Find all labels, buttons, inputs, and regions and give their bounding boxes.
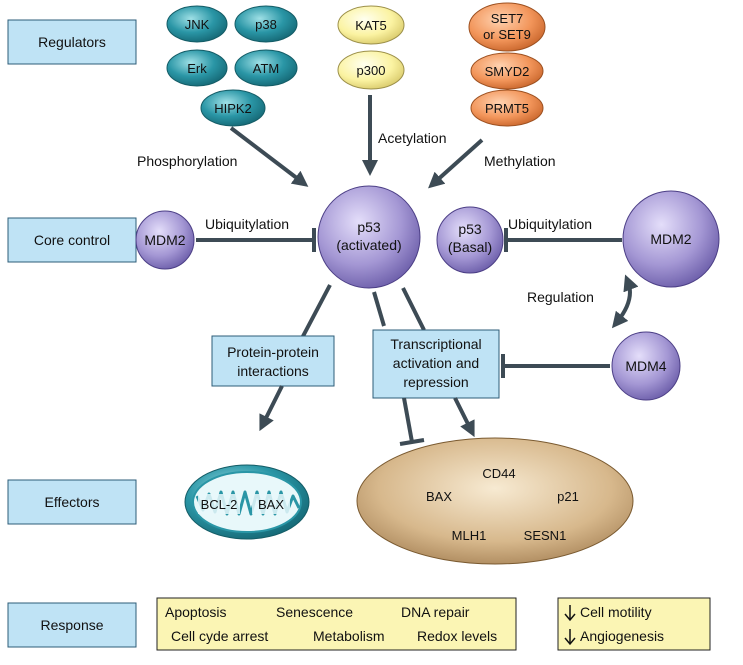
svg-text:or SET9: or SET9 bbox=[483, 27, 531, 42]
svg-text:Transcriptional: Transcriptional bbox=[390, 336, 481, 352]
svg-text:interactions: interactions bbox=[237, 363, 309, 379]
gene-p21: p21 bbox=[557, 489, 579, 504]
regulation-double-arrow bbox=[611, 274, 639, 329]
p53-activated-node: p53 (activated) bbox=[317, 185, 421, 289]
svg-text:p53: p53 bbox=[458, 221, 482, 237]
kinase-p38: p38 bbox=[234, 5, 298, 43]
svg-text:p300: p300 bbox=[357, 63, 386, 78]
svg-text:SMYD2: SMYD2 bbox=[485, 64, 530, 79]
svg-text:p53: p53 bbox=[357, 219, 381, 235]
row-label-regulators: Regulators bbox=[7, 19, 137, 65]
phosphorylation-arrow bbox=[229, 126, 309, 187]
phosphorylation-label: Phosphorylation bbox=[137, 153, 237, 169]
acetyltransferase-p300: p300 bbox=[337, 50, 405, 90]
svg-text:Protein-protein: Protein-protein bbox=[227, 344, 319, 360]
svg-text:MDM4: MDM4 bbox=[625, 358, 666, 374]
methylation-label: Methylation bbox=[484, 153, 556, 169]
svg-text:Core control: Core control bbox=[34, 232, 110, 248]
svg-text:ATM: ATM bbox=[253, 61, 279, 76]
mdm2-right-node: MDM2 bbox=[622, 190, 720, 288]
svg-text:BCL-2: BCL-2 bbox=[201, 497, 238, 512]
svg-text:MDM2: MDM2 bbox=[144, 232, 185, 248]
svg-text:Effectors: Effectors bbox=[45, 494, 100, 510]
methyltransferase-set7: SET7 or SET9 bbox=[468, 2, 546, 52]
response-metabolism: Metabolism bbox=[313, 628, 385, 644]
svg-text:repression: repression bbox=[403, 374, 468, 390]
response-apoptosis: Apoptosis bbox=[165, 604, 226, 620]
methyltransferase-smyd2: SMYD2 bbox=[470, 52, 544, 90]
svg-text:KAT5: KAT5 bbox=[355, 18, 387, 33]
protein-protein-box: Protein-protein interactions bbox=[211, 335, 335, 387]
row-label-core-control: Core control bbox=[7, 217, 137, 263]
p53-to-transcription-line-left bbox=[372, 291, 386, 327]
acetyltransferase-kat5: KAT5 bbox=[337, 5, 405, 45]
protein-protein-to-mitochondrion-arrow bbox=[259, 385, 284, 432]
response-cell-cycle-arrest: Cell cyde arrest bbox=[171, 628, 268, 644]
response-senescence: Senescence bbox=[276, 604, 353, 620]
gene-sesn1: SESN1 bbox=[524, 528, 567, 543]
mdm2-left-node: MDM2 bbox=[135, 210, 195, 270]
down-arrow-icon bbox=[564, 629, 576, 646]
ubiquitylation-right-label: Ubiquitylation bbox=[508, 216, 592, 232]
response-outcomes-box: Apoptosis Senescence DNA repair Cell cyd… bbox=[156, 597, 517, 651]
svg-text:PRMT5: PRMT5 bbox=[485, 101, 529, 116]
gene-bax: BAX bbox=[426, 489, 452, 504]
svg-text:(activated): (activated) bbox=[336, 237, 401, 253]
transcription-repression-line bbox=[399, 397, 425, 446]
svg-text:Erk: Erk bbox=[187, 61, 207, 76]
nucleus: CD44 BAX p21 MLH1 SESN1 bbox=[356, 437, 634, 565]
row-label-response: Response bbox=[7, 602, 137, 648]
gene-cd44: CD44 bbox=[482, 466, 515, 481]
mitochondrion: BCL-2 BAX bbox=[184, 464, 310, 540]
p53-to-protein-protein-line bbox=[299, 284, 332, 341]
svg-text:SET7: SET7 bbox=[491, 11, 524, 26]
methyltransferase-prmt5: PRMT5 bbox=[470, 89, 544, 127]
transcriptional-box: Transcriptional activation and repressio… bbox=[372, 329, 500, 399]
ubiquitylation-right-inhibition bbox=[504, 228, 622, 252]
svg-text:Regulators: Regulators bbox=[38, 34, 106, 50]
kinase-erk: Erk bbox=[166, 49, 228, 87]
row-label-effectors: Effectors bbox=[7, 479, 137, 525]
response-decrease-box: Cell motility Angiogenesis bbox=[557, 597, 711, 651]
p53-basal-node: p53 (Basal) bbox=[436, 206, 504, 274]
gene-mlh1: MLH1 bbox=[452, 528, 487, 543]
response-dna-repair: DNA repair bbox=[401, 604, 470, 620]
p53-to-transcription-line-right bbox=[401, 287, 426, 331]
svg-text:(Basal): (Basal) bbox=[448, 239, 492, 255]
mdm4-node: MDM4 bbox=[611, 331, 681, 401]
svg-text:p38: p38 bbox=[255, 17, 277, 32]
ubiquitylation-left-inhibition bbox=[196, 228, 316, 252]
transcription-activation-arrow bbox=[453, 397, 475, 438]
svg-text:BAX: BAX bbox=[258, 497, 284, 512]
mdm4-inhibition bbox=[501, 354, 610, 378]
svg-text:activation and: activation and bbox=[393, 355, 479, 371]
ubiquitylation-left-label: Ubiquitylation bbox=[205, 216, 289, 232]
response-cell-motility: Cell motility bbox=[580, 604, 652, 620]
response-redox-levels: Redox levels bbox=[417, 628, 497, 644]
methylation-arrow bbox=[428, 138, 484, 189]
kinase-atm: ATM bbox=[234, 49, 298, 87]
kinase-hipk2: HIPK2 bbox=[200, 89, 266, 127]
down-arrow-icon bbox=[564, 605, 576, 622]
svg-text:Response: Response bbox=[40, 617, 103, 633]
svg-text:MDM2: MDM2 bbox=[650, 231, 691, 247]
regulation-label: Regulation bbox=[527, 289, 594, 305]
response-angiogenesis: Angiogenesis bbox=[580, 628, 664, 644]
kinase-jnk: JNK bbox=[166, 5, 228, 43]
svg-text:JNK: JNK bbox=[185, 17, 210, 32]
svg-text:HIPK2: HIPK2 bbox=[214, 101, 252, 116]
acetylation-label: Acetylation bbox=[378, 130, 446, 146]
